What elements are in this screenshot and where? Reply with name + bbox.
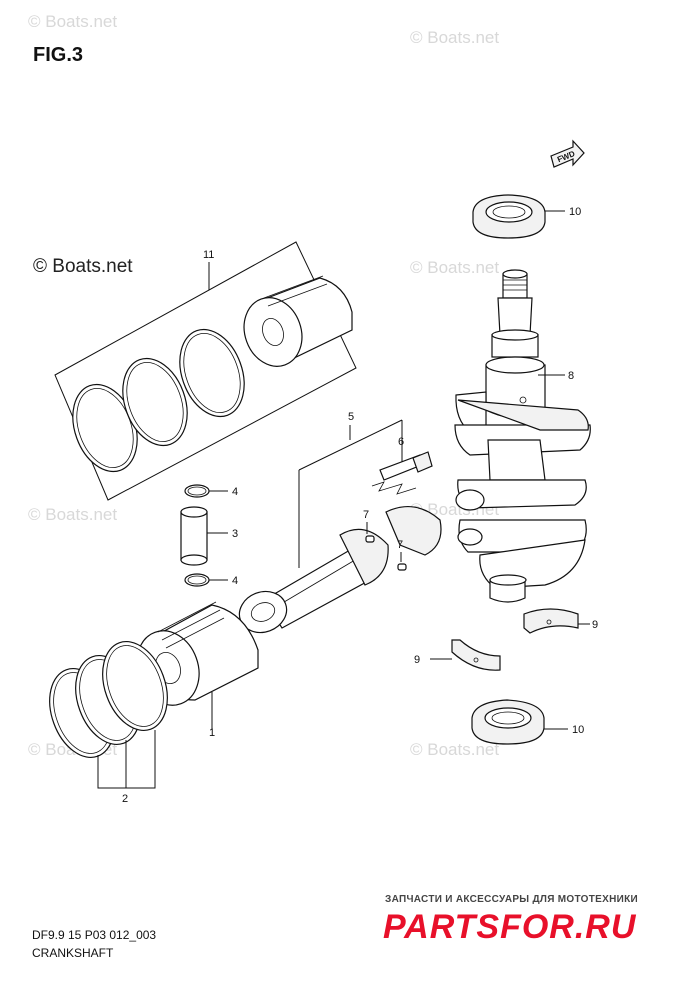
figure-title: FIG.3	[33, 44, 84, 66]
callout-3: 3	[232, 528, 238, 540]
callout-7-right: 7	[397, 539, 403, 551]
bearing-upper	[523, 608, 579, 634]
callout-8: 8	[568, 370, 574, 382]
circlip-lower	[184, 573, 210, 587]
callout-4-upper: 4	[232, 486, 238, 498]
callout-9-right: 9	[592, 619, 598, 631]
callout-2: 2	[122, 793, 128, 805]
callout-10-bottom: 10	[572, 724, 584, 736]
shop-logo-text[interactable]: PARTSFOR.RU	[383, 908, 637, 945]
figure-code: DF9.9 15 P03 012_003	[32, 928, 157, 942]
callout-9-left: 9	[414, 654, 420, 666]
crankshaft	[454, 269, 591, 603]
callout-1: 1	[209, 727, 215, 739]
shop-logo[interactable]: PARTSFOR.RU	[383, 905, 683, 945]
callout-4-lower: 4	[232, 575, 238, 587]
watermark: © Boats.net	[28, 505, 118, 524]
dowel-pin-left	[365, 535, 375, 543]
copyright-watermark: © Boats.net	[33, 256, 133, 277]
callout-10-top: 10	[569, 206, 581, 218]
watermark: © Boats.net	[410, 258, 500, 277]
oil-seal-top	[472, 194, 546, 239]
callout-7-left: 7	[363, 509, 369, 521]
shop-tagline: ЗАПЧАСТИ И АКСЕССУАРЫ ДЛЯ МОТОТЕХНИКИ	[385, 894, 638, 905]
piston-set-piston	[243, 275, 353, 367]
dowel-pin-right	[397, 563, 407, 571]
figure-name: CRANKSHAFT	[32, 946, 114, 960]
piston-set-rings	[72, 328, 245, 473]
oil-seal-bottom	[471, 699, 545, 745]
circlip-upper	[184, 484, 210, 498]
rod-bolt	[379, 451, 433, 481]
watermark: © Boats.net	[28, 12, 118, 31]
forward-arrow-icon: FWD	[550, 139, 585, 168]
watermark: © Boats.net	[410, 740, 500, 759]
watermark: © Boats.net	[410, 28, 500, 47]
piston-pin	[180, 506, 208, 566]
bearing-lower	[451, 639, 501, 671]
callout-5: 5	[348, 411, 354, 423]
callout-11: 11	[203, 249, 214, 261]
connecting-rod	[238, 505, 442, 634]
callout-6: 6	[398, 436, 404, 448]
